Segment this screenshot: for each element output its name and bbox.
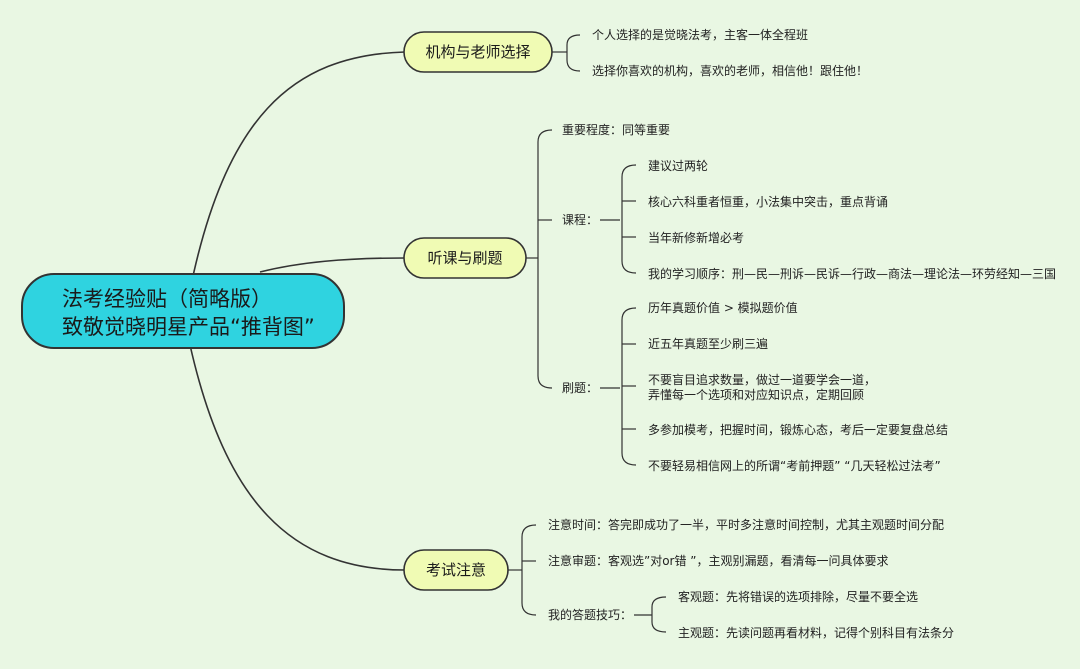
leaf-item: 历年真题价值 > 模拟题价值 [648,300,798,315]
connector-root-branch1 [189,51,406,291]
connector-course-bracket [621,164,637,274]
group-label-tips: 我的答题技巧： [548,607,632,622]
leaf-item: 选择你喜欢的机构，喜欢的老师，相信他！跟住他！ [592,63,868,78]
leaf-item: 注意审题：客观选”对or错 ”，主观别漏题，看清每一问具体要求 [548,553,889,568]
branch-label: 听课与刷题 [427,249,502,267]
leaf-item: 主观题：先读问题再看材料，记得个别科目有法条分 [678,625,954,640]
leaf-item: 注意时间：答完即成功了一半，平时多注意时间控制，尤其主观题时间分配 [548,517,944,532]
branch-label: 考试注意 [426,561,486,579]
connector-branch1-bracket [566,34,581,72]
leaf-item-continuation: 弄懂每一个选项和对应知识点，定期回顾 [648,387,864,402]
group-label-practice: 刷题： [562,381,598,395]
leaf-item: 客观题：先将错误的选项排除，尽量不要全选 [678,589,918,604]
leaf-item: 当年新修新增必考 [648,230,744,245]
root-title: 法考经验贴（简略版） [62,287,272,311]
leaf-item: 我的学习顺序：刑—民—刑诉—民诉—行政—商法—理论法—环劳经知—三国 [648,266,1056,281]
branch-label: 机构与老师选择 [425,43,530,61]
branch-node-exam[interactable]: 考试注意 [403,549,509,591]
connector-tips-bracket [651,596,667,633]
connector-root-branch3 [189,344,406,571]
leaf-item: 多参加模考，把握时间，锻炼心态，考后一定要复盘总结 [648,422,948,437]
leaf-item: 不要盲目追求数量，做过一道要学会一道， [648,372,876,387]
importance-label: 重要程度：同等重要 [562,122,670,137]
connector-branch2-bracket [537,129,553,389]
leaf-item: 个人选择的是觉晓法考，主客一体全程班 [592,27,808,42]
connector-root-branch2 [259,257,406,273]
branch-node-study[interactable]: 听课与刷题 [403,237,527,279]
branch-node-institution[interactable]: 机构与老师选择 [403,31,553,73]
leaf-item: 建议过两轮 [648,159,708,173]
root-subtitle: 致敬觉晓明星产品“推背图” [62,315,315,339]
root-node[interactable]: 法考经验贴（简略版） 致敬觉晓明星产品“推背图” [21,273,345,349]
leaf-item: 核心六科重者恒重，小法集中突击，重点背诵 [648,194,888,209]
leaf-item: 近五年真题至少刷三遍 [648,337,768,351]
group-label-course: 课程： [562,212,598,227]
connector-branch3-bracket [521,524,537,616]
leaf-item: 不要轻易相信网上的所谓“考前押题” “几天轻松过法考” [648,458,941,473]
